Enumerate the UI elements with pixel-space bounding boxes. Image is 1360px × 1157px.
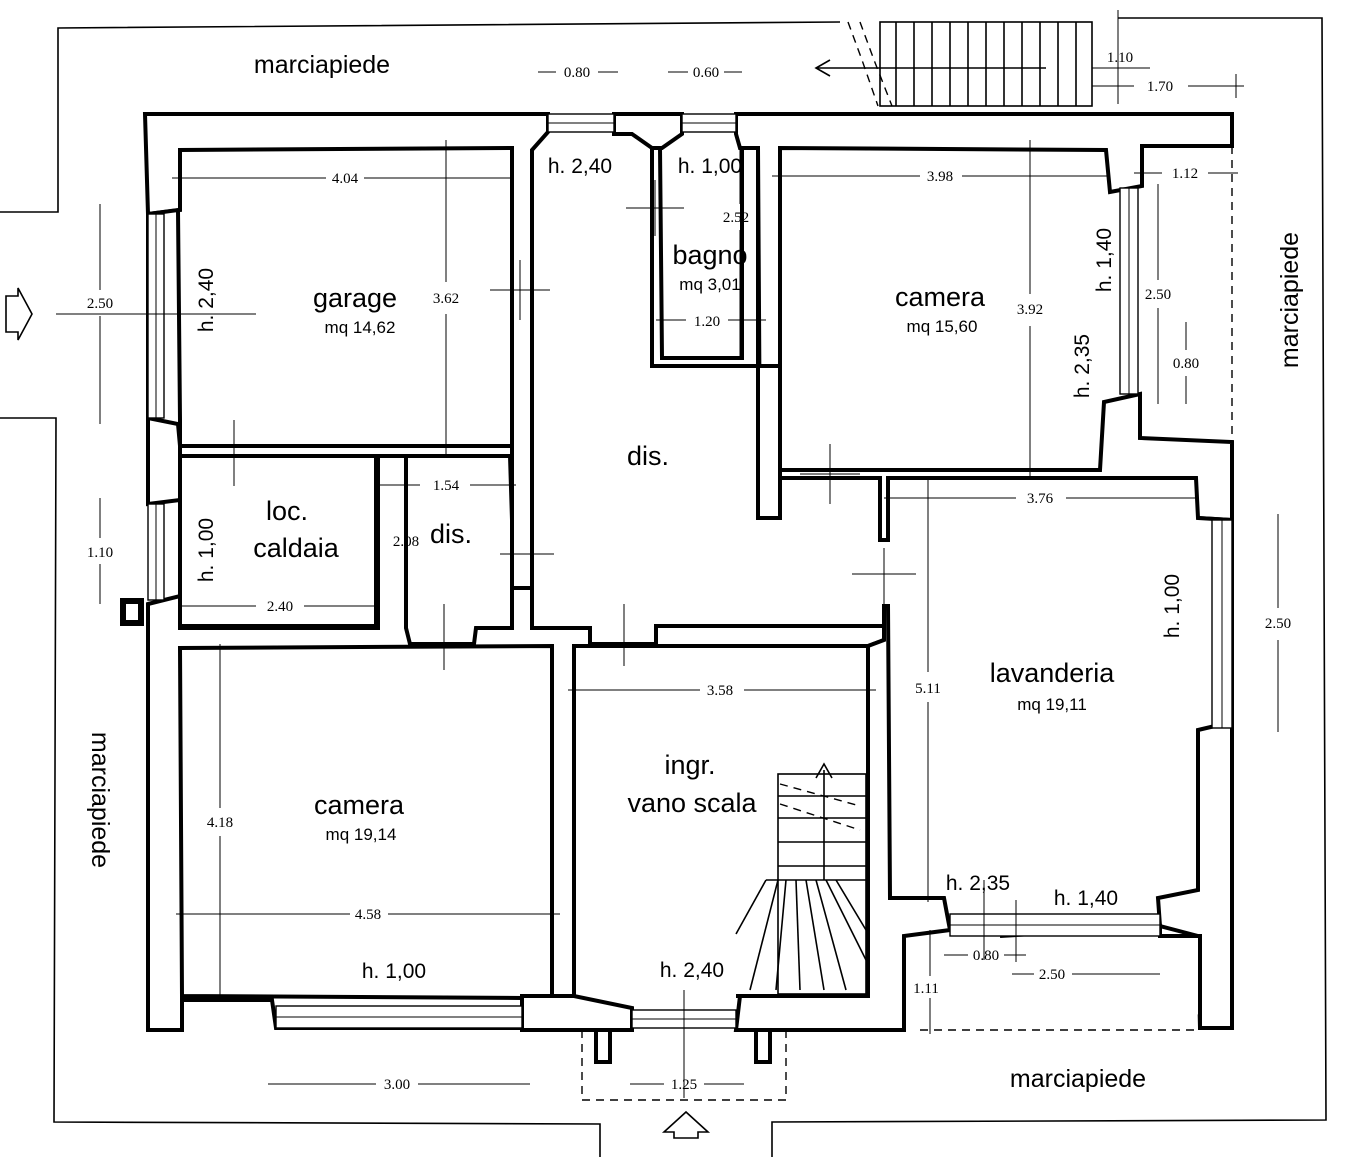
height-caldaia-left: h. 1,00 <box>195 518 218 582</box>
height-corridor-top: h. 2,40 <box>548 155 612 178</box>
dim-lavanderia-window: 2.50 <box>1265 616 1291 632</box>
lot-outline-left <box>0 417 601 1157</box>
dim-bottom-door-small: 0.80 <box>973 948 999 964</box>
dim-camera-top-depth: 3.92 <box>1017 302 1043 318</box>
room-bagno-name: bagno <box>672 240 747 270</box>
left-entrance-arrow-icon <box>5 287 33 341</box>
stair-direction-arrow <box>814 59 1046 77</box>
dim-bagno-depth: 2.52 <box>723 210 749 226</box>
entrance-porch <box>581 1030 787 1101</box>
height-camera-bottom: h. 1,00 <box>362 960 426 983</box>
dim-left-window: 1.10 <box>87 545 113 561</box>
room-disimpegno-name: dis. <box>627 441 669 471</box>
windows <box>120 113 1233 1029</box>
height-lavanderia-right: h. 1,00 <box>1161 574 1184 638</box>
dim-lavanderia-depth: 5.11 <box>915 681 941 697</box>
dim-caldaia-width: 2.40 <box>267 599 293 615</box>
dim-camera-bottom-depth: 4.18 <box>207 815 233 831</box>
room-camera-top-name: camera <box>895 282 986 312</box>
room-ingresso-line1: ingr. <box>664 750 715 780</box>
dim-camera-top-small: 0.80 <box>1173 356 1199 372</box>
room-dis-small-name: dis. <box>430 519 472 549</box>
interior-stair <box>735 762 867 995</box>
height-lavanderia-bottom-a: h. 2,35 <box>946 872 1010 895</box>
room-camera-top-area: mq 15,60 <box>907 317 978 336</box>
height-garage-left: h. 2,40 <box>195 268 218 332</box>
room-camera-bottom-name: camera <box>314 790 405 820</box>
lot-outline-top <box>0 21 841 213</box>
height-camera-right-a: h. 1,40 <box>1093 228 1116 292</box>
dimension-labels: 0.80 0.60 1.10 1.70 4.04 3.62 2.52 1.20 … <box>87 50 1291 1093</box>
room-garage-name: garage <box>313 283 397 313</box>
height-ingresso-bottom: h. 2,40 <box>660 959 724 982</box>
street-label-top: marciapiede <box>254 51 390 79</box>
dim-bottom-door-wide: 2.50 <box>1039 967 1065 983</box>
height-bagno-top: h. 1,00 <box>678 155 742 178</box>
bottom-entrance-arrow-icon <box>661 1110 711 1139</box>
room-bagno-area: mq 3,01 <box>679 275 740 294</box>
dim-ingresso-width: 3.58 <box>707 683 733 699</box>
room-lavanderia-area: mq 19,11 <box>1017 695 1087 714</box>
lot-outline-top-right <box>771 17 1327 1157</box>
dim-top-window-1: 0.80 <box>564 65 590 81</box>
dim-camera-top-door: 1.12 <box>1172 166 1198 182</box>
dim-dis-small-width: 1.54 <box>433 478 460 494</box>
dim-camera-top-width: 3.98 <box>927 169 953 185</box>
room-caldaia-line2: caldaia <box>253 533 340 563</box>
dimension-lines <box>99 10 1279 1085</box>
height-camera-right-b: h. 2,35 <box>1071 334 1094 398</box>
dim-dis-small-depth: 2.08 <box>393 534 419 550</box>
street-labels: marciapiede marciapiede marciapiede marc… <box>86 51 1304 1093</box>
street-label-right: marciapiede <box>1276 232 1304 368</box>
dim-stair-ext-2: 1.70 <box>1147 79 1173 95</box>
street-label-bottom: marciapiede <box>1010 1065 1146 1093</box>
dim-left-garage-door: 2.50 <box>87 296 113 312</box>
room-lavanderia-name: lavanderia <box>990 658 1116 688</box>
dim-entrance-width: 1.25 <box>671 1077 697 1093</box>
room-labels: garage mq 14,62 bagno mq 3,01 camera mq … <box>253 240 1115 844</box>
door-markers <box>56 180 1017 1098</box>
room-garage-area: mq 14,62 <box>325 318 396 337</box>
lavanderia-porch <box>920 146 1233 1031</box>
room-caldaia-line1: loc. <box>266 496 308 526</box>
exterior-stair <box>847 21 1093 107</box>
height-lavanderia-bottom-b: h. 1,40 <box>1054 887 1118 910</box>
dim-stair-ext-1: 1.10 <box>1107 50 1133 66</box>
dim-garage-width: 4.04 <box>332 171 359 187</box>
dim-top-window-2: 0.60 <box>693 65 719 81</box>
walls <box>142 112 1234 1032</box>
room-ingresso-line2: vano scala <box>627 788 757 818</box>
street-label-left: marciapiede <box>86 732 114 868</box>
dim-garage-depth: 3.62 <box>433 291 459 307</box>
dim-bagno-width: 1.20 <box>694 314 720 330</box>
porch-pillars <box>594 1028 772 1064</box>
dim-camera-bottom-window: 3.00 <box>384 1077 410 1093</box>
room-camera-bottom-area: mq 19,14 <box>326 825 397 844</box>
dim-camera-top-window: 2.50 <box>1145 287 1171 303</box>
dim-lavanderia-width: 3.76 <box>1027 491 1054 507</box>
dim-bottom-door-side: 1.11 <box>913 981 939 997</box>
height-labels: h. 2,40 h. 1,00 h. 2,40 h. 1,40 h. 2,35 … <box>195 155 1184 983</box>
dim-camera-bottom-width: 4.58 <box>355 907 381 923</box>
